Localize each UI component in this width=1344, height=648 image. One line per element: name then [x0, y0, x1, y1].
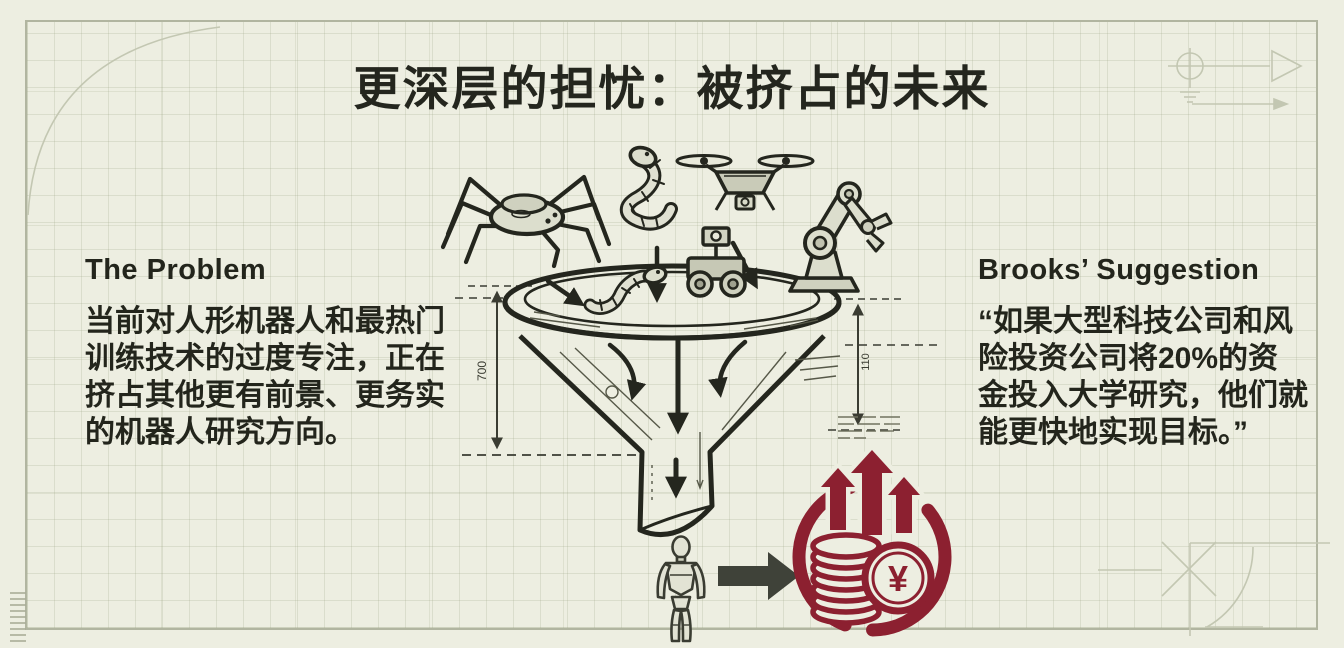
growth-arrows-icon	[816, 445, 925, 540]
arc-sketch-top-left	[27, 26, 221, 216]
drone-icon	[675, 154, 815, 211]
problem-panel: The Problem 当前对人形机器人和最热门 训练技术的过度专注，正在 挤占…	[85, 254, 455, 451]
funnel-icon	[502, 263, 842, 538]
suggestion-text-line: 险投资公司将20%的资	[978, 342, 1279, 375]
suggestion-panel: Brooks’ Suggestion “如果大型科技公司和风 险投资公司将20%…	[978, 254, 1308, 451]
page-title: 更深层的担忧：被挤占的未来	[353, 62, 991, 115]
ruler-hatch-sketch	[10, 592, 26, 642]
suggestion-heading: Brooks’ Suggestion	[978, 254, 1260, 286]
dimension-label-right: 110	[860, 353, 872, 371]
humanoid-robot-icon	[656, 535, 706, 643]
problem-text-line: 训练技术的过度专注，正在	[85, 342, 445, 375]
problem-text-line: 挤占其他更有前景、更务实	[85, 379, 445, 412]
rover-robot-icon	[686, 226, 747, 298]
money-growth-icon: ¥	[792, 445, 952, 637]
problem-text-line: 的机器人研究方向。	[85, 416, 355, 449]
arrow-sketch-icon	[1271, 49, 1303, 83]
leads-to-arrow-icon	[718, 552, 799, 600]
suggestion-text-line: 金投入大学研究，他们就	[978, 379, 1308, 412]
suggestion-text-line: 能更快地实现目标。”	[978, 416, 1248, 449]
yen-coin-icon: ¥	[861, 541, 935, 615]
currency-symbol: ¥	[888, 558, 908, 599]
dimension-label-left: 700	[475, 361, 489, 381]
spider-robot-icon	[440, 174, 612, 269]
corner-sketches	[10, 26, 1330, 642]
problem-text-line: 当前对人形机器人和最热门	[85, 305, 445, 338]
suggestion-text-line: “如果大型科技公司和风	[978, 305, 1293, 338]
robot-arm-icon	[788, 181, 893, 293]
problem-heading: The Problem	[85, 254, 267, 286]
snake-robot-icon	[583, 265, 668, 315]
snake-robot-icon	[619, 145, 678, 231]
